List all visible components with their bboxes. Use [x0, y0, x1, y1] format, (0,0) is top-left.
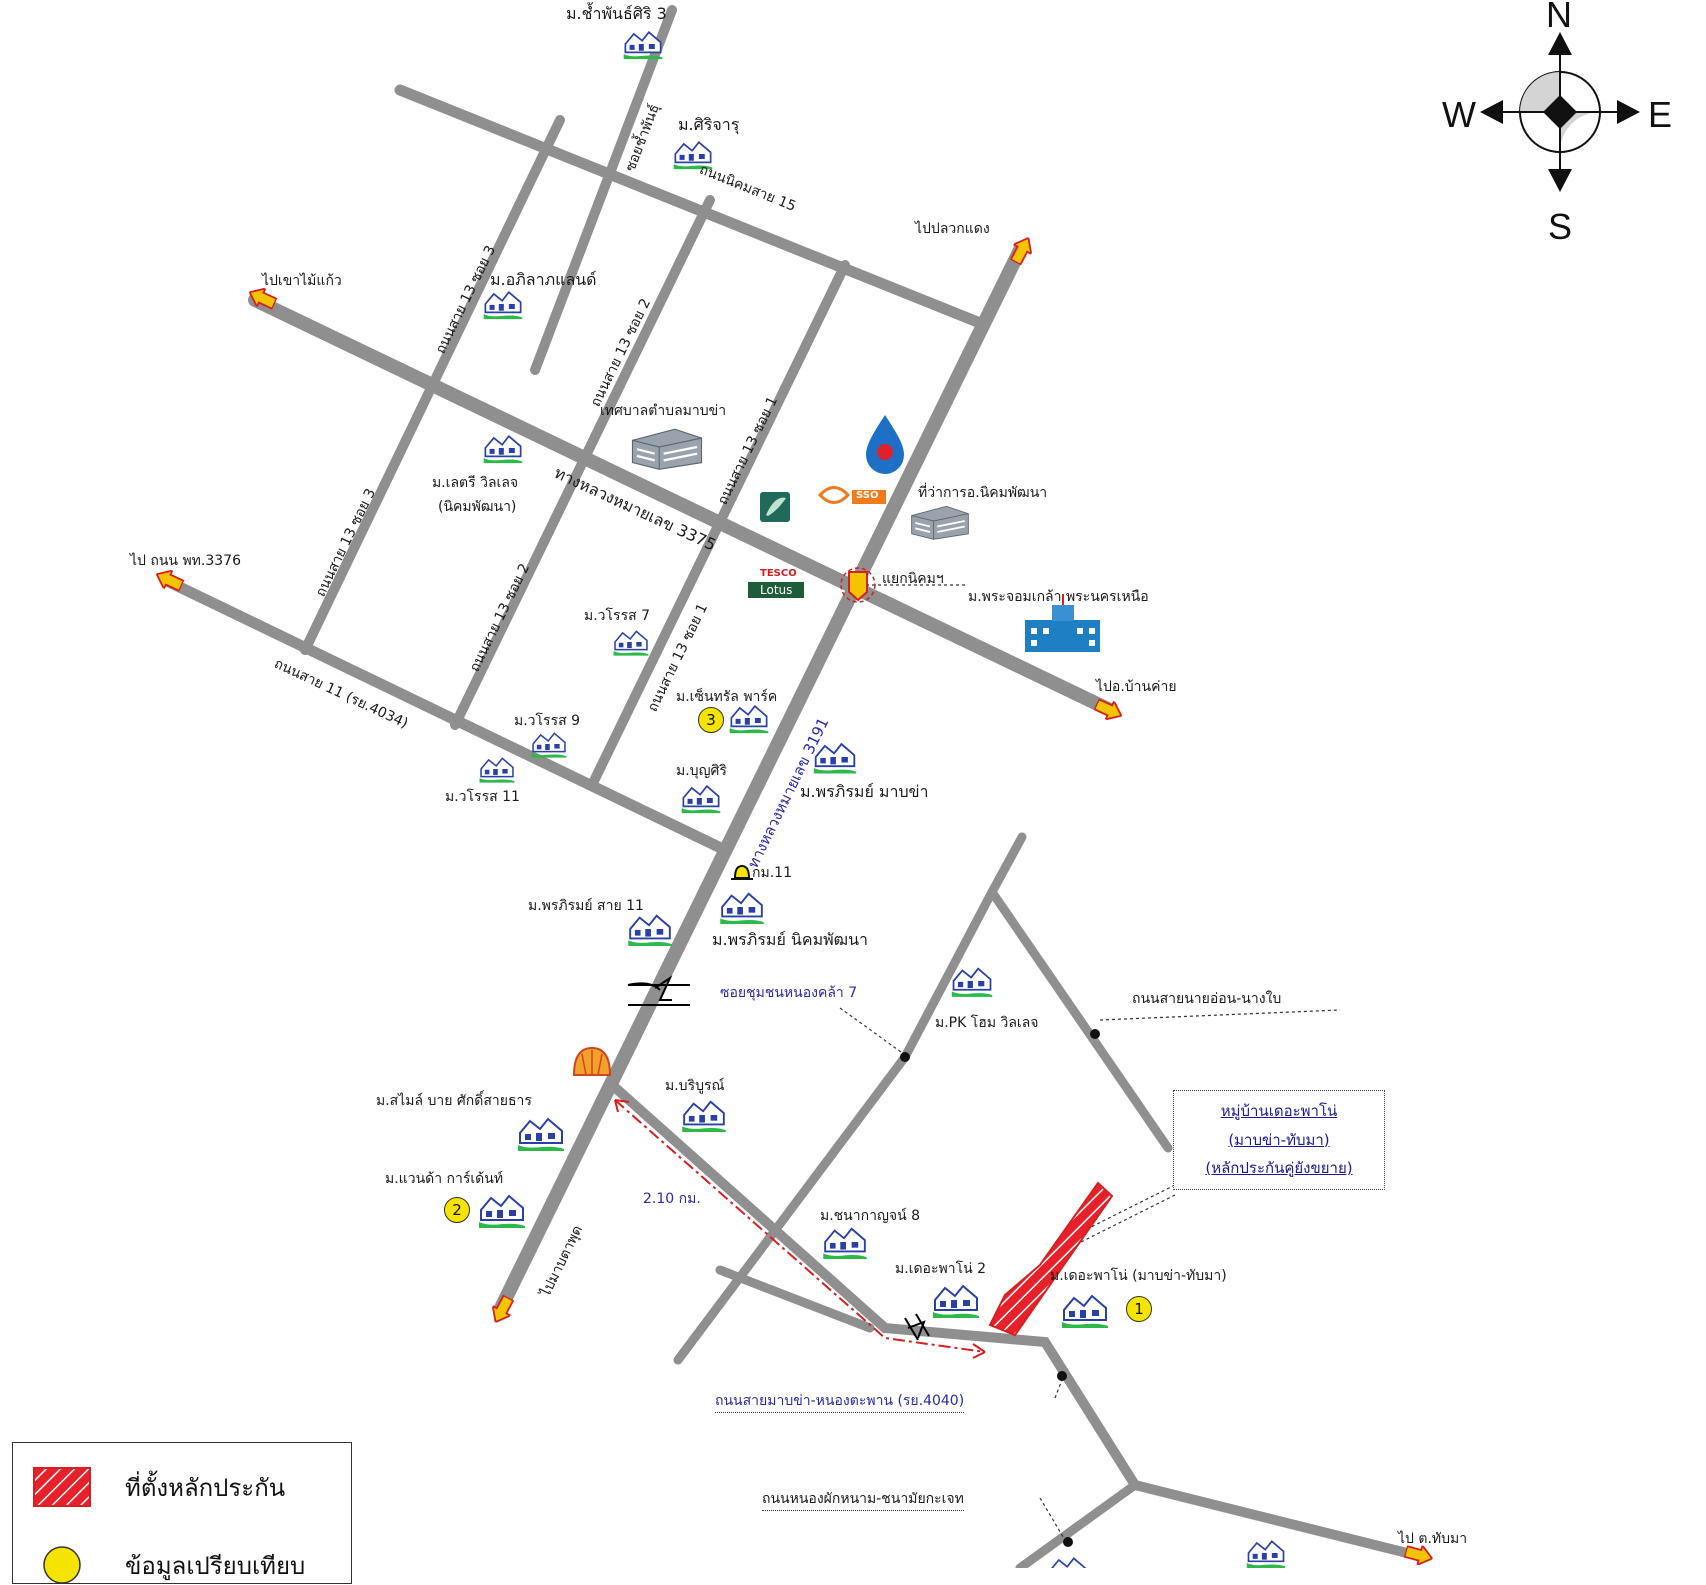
- site-callout-line1: หมู่บ้านเดอะพาโน่: [1220, 1102, 1338, 1120]
- label-m-theropaino2: ม.เดอะพาโน่ 2: [895, 1261, 987, 1277]
- label-m-smile-buy: ม.สไมล์ บาย ศักดิ์สายธาร: [376, 1093, 532, 1109]
- road-hwy3375: [248, 293, 1117, 717]
- road-break-4040: [904, 1313, 930, 1341]
- road-nai-son: [987, 887, 1173, 1153]
- destination-arrows: [152, 232, 1436, 1568]
- label-m-worarot11: ม.วโรรส 11: [445, 789, 520, 805]
- label-m-pk-home: ม.PK โฮม วิลเลจ: [935, 1015, 1039, 1031]
- label-m-pornpirom-nikom: ม.พรภิรมย์ นิคมพัฒนา: [712, 930, 869, 949]
- compass-rose: [1480, 32, 1640, 192]
- sso-icon: [817, 486, 886, 504]
- label-road-4040: ถนนสายมาบข่า-หนองตะพาน (รย.4040): [715, 1390, 965, 1413]
- label-km11: กม.11: [752, 865, 792, 881]
- label-m-champhon: ม.ช้ำพันธ์ศิริ 3: [566, 4, 667, 23]
- site-callout-line3: (หลักประกันคู่ยังขยาย): [1205, 1159, 1353, 1177]
- road-break-hwy: [627, 975, 690, 1006]
- label-m-sirijaru: ม.ศิริจารุ: [678, 115, 740, 134]
- compass-south: S: [1548, 206, 1573, 247]
- road-nongklat7: [673, 832, 1027, 1365]
- legend-comparable-marker-icon: [43, 1546, 81, 1584]
- legend-site-swatch-icon: [33, 1467, 91, 1507]
- bank-icon: [760, 492, 790, 522]
- site-callout-line2: (มาบข่า-ทับมา): [1228, 1130, 1330, 1149]
- distance-line: [614, 1099, 986, 1353]
- label-to-road-3376: ไป ถนน พท.3376: [130, 553, 241, 569]
- compass-north: N: [1546, 0, 1572, 35]
- distance-arrow-start: [614, 1099, 630, 1113]
- compass-east: E: [1648, 94, 1673, 135]
- comparable-marker-3: 3: [698, 707, 724, 733]
- road-hwy3191: [493, 243, 1027, 1317]
- label-road-nai-son: ถนนสายนายอ่อน-นางใบ: [1132, 991, 1282, 1007]
- road-4040: [605, 1078, 1420, 1560]
- label-yaek-nikom: แยกนิคมฯ: [882, 571, 944, 587]
- legend-row-comparable: ข้อมูลเปรียบเทียบ: [33, 1545, 305, 1585]
- legend-row-site: ที่ตั้งหลักประกัน: [33, 1467, 285, 1507]
- legend-site-label: ที่ตั้งหลักประกัน: [125, 1473, 286, 1502]
- label-distance: 2.10 กม.: [643, 1191, 701, 1207]
- label-m-lucky-village-sub: (นิคมพัฒนา): [438, 499, 517, 515]
- label-to-ban-khai: ไปอ.บ้านค่าย: [1096, 679, 1177, 695]
- label-tessaban: เทศบาลตำบลมาบข่า: [600, 403, 727, 419]
- comparable-marker-2: 2: [444, 1197, 470, 1223]
- tesco-lotus-logo: [748, 582, 804, 598]
- road-nong-phak: [1015, 1480, 1140, 1568]
- sso-wordmark: SSO: [856, 490, 879, 501]
- label-m-wanda: ม.แวนด้า การ์เด้นท์: [385, 1171, 504, 1187]
- label-m-pornpirom-sai11: ม.พรภิรมย์ สาย 11: [528, 898, 644, 914]
- label-m-worarot7: ม.วโรรส 7: [584, 608, 651, 624]
- tesco-wordmark: TESCO: [760, 568, 797, 579]
- label-to-khao-mai-kaew: ไปเขาไม้แก้ว: [262, 273, 342, 289]
- shell-station-icon: [572, 1046, 612, 1076]
- label-m-chanakan8: ม.ชนากาญจน์ 8: [820, 1208, 921, 1224]
- label-m-pornpirom-mapkha: ม.พรภิรมย์ มาบข่า: [800, 782, 929, 801]
- ptt-station-icon: [866, 415, 904, 474]
- road-sai13-soi1: [587, 260, 850, 790]
- road-soi-champhon: [530, 5, 677, 375]
- road-sai11: [159, 574, 731, 856]
- label-road-nong-phak: ถนนหนองผักหนาม-ชนามัยกะเจท: [762, 1488, 964, 1511]
- label-m-phiban-land: ม.อภิลาภแลนด์: [490, 270, 597, 289]
- lotus-wordmark: Lotus: [760, 583, 793, 597]
- site-callout: หมู่บ้านเดอะพาโน่ (มาบข่า-ทับมา) (หลักปร…: [1173, 1090, 1385, 1190]
- label-to-tap-ma: ไป ต.ทับมา: [1398, 1531, 1468, 1547]
- legend-comparable-label: ข้อมูลเปรียบเทียบ: [125, 1551, 306, 1580]
- tessaban-building-icon: [631, 428, 703, 470]
- label-m-central-park: ม.เซ็นทรัล พาร์ค: [676, 689, 778, 705]
- compass-west: W: [1442, 94, 1476, 135]
- label-m-lucky-village: ม.เลตรี วิลเลจ: [432, 475, 519, 491]
- label-to-pluak-daeng: ไปปลวกแดง: [915, 221, 990, 237]
- label-amphoe-office: ที่ว่าการอ.นิคมพัฒนา: [918, 485, 1048, 501]
- comparable-marker-1: 1: [1126, 1296, 1152, 1322]
- legend: ที่ตั้งหลักประกัน ข้อมูลเปรียบเทียบ: [12, 1442, 352, 1584]
- label-m-bunsiri: ม.บุญศิริ: [676, 763, 727, 779]
- km-post-icon: [731, 864, 753, 880]
- road-sai13-soi2: [450, 195, 715, 730]
- label-m-worarot9: ม.วโรรส 9: [514, 713, 581, 729]
- collateral-site: [988, 1181, 1114, 1337]
- label-m-theropaino: ม.เดอะพาโน่ (มาบข่า-ทับมา): [1050, 1268, 1227, 1284]
- road-network: [159, 5, 1420, 1568]
- distance-arrow-end: [972, 1343, 986, 1359]
- amphoe-building-icon: [910, 505, 970, 540]
- school-icon: [1025, 594, 1100, 652]
- label-m-pariboon: ม.บริบูรณ์: [665, 1078, 725, 1094]
- junction-marker-icon: [840, 567, 876, 603]
- road-side-east: [715, 1265, 875, 1333]
- junction-dots: [900, 1029, 1100, 1547]
- road-sai13-soi3: [300, 115, 565, 655]
- label-soi-nongkla: ซอยชุมชนหนองคล้า 7: [720, 985, 858, 1001]
- road-nikom15: [394, 84, 991, 331]
- label-school: ม.พระจอมเกล้า พระนครเหนือ: [968, 589, 1149, 605]
